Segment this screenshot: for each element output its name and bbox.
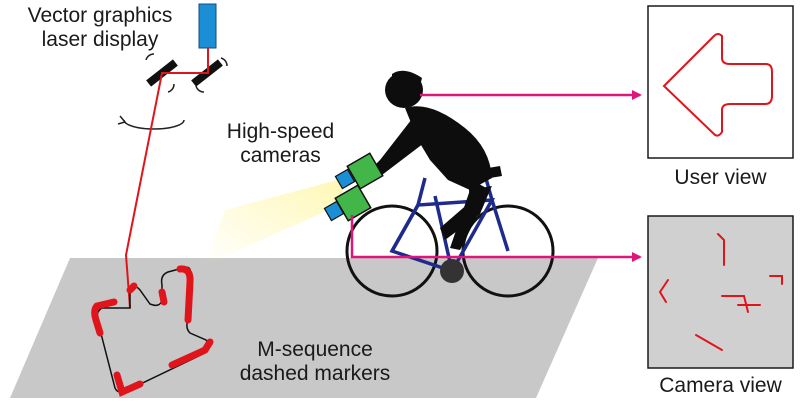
- camera-view-label: Camera view: [659, 374, 782, 397]
- cameras-label: High-speed cameras: [213, 120, 348, 168]
- laser-label-line2: laser display: [41, 28, 159, 51]
- laser-label-line1: Vector graphics: [27, 4, 173, 27]
- user-view-label: User view: [674, 166, 767, 189]
- camera-view-panel: [647, 215, 794, 369]
- camera-view-arrow: [350, 215, 642, 262]
- floor-plane: [10, 258, 598, 398]
- chainring: [440, 259, 464, 283]
- rotation-arrow-icon: [117, 115, 185, 130]
- high-speed-camera-icon: [323, 152, 384, 222]
- markers-label-line1: M-sequence: [257, 338, 373, 361]
- markers-label-line2: dashed markers: [239, 362, 391, 385]
- cameras-label-line1: High-speed: [226, 120, 335, 143]
- cameras-label-line2: cameras: [240, 144, 321, 167]
- user-view-arrow-shape: [662, 33, 773, 137]
- camera-light-beam: [205, 178, 345, 265]
- projected-arrow-marker: [91, 265, 214, 397]
- laser-beam: [124, 48, 209, 309]
- markers-label: M-sequence dashed markers: [225, 338, 405, 386]
- camera-view-dashes: [658, 233, 783, 351]
- laser-display-label: Vector graphics laser display: [6, 4, 194, 52]
- laser-projector-icon: [198, 3, 217, 49]
- rider-silhouette-icon: [372, 70, 502, 250]
- bicycle-icon: [345, 174, 555, 298]
